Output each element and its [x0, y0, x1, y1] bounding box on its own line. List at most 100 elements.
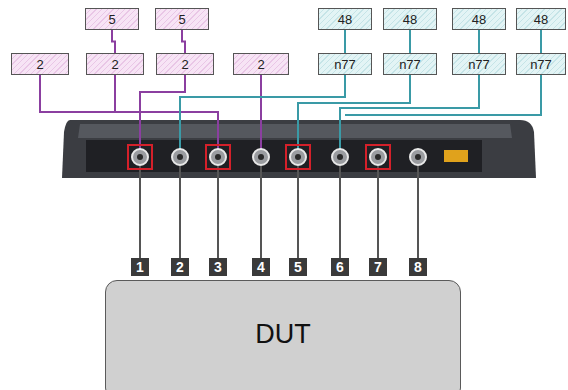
port-tag: 3: [209, 258, 227, 276]
port: [410, 149, 426, 165]
band-box: 2: [86, 53, 144, 75]
port-highlight: [128, 145, 152, 169]
connector: [409, 30, 411, 53]
port-tag: 8: [409, 258, 427, 276]
front-panel: [86, 140, 482, 172]
port-pin: [415, 154, 421, 160]
port-pin: [215, 154, 221, 160]
node-label: 2: [181, 58, 188, 71]
band-box: n77: [516, 53, 566, 75]
wire: [260, 75, 262, 150]
wire: [180, 75, 345, 150]
node-label: 6: [336, 260, 344, 274]
node-label: 5: [294, 260, 302, 274]
cables: [140, 166, 418, 258]
wire: [345, 75, 541, 115]
wire: [298, 75, 410, 150]
connector: [344, 30, 346, 53]
band-box: 48: [452, 8, 506, 30]
port-tag: 5: [289, 258, 307, 276]
port: [253, 149, 269, 165]
node-label: 8: [414, 260, 422, 274]
node-label: 3: [214, 260, 222, 274]
port: [332, 149, 348, 165]
port-tag: 1: [131, 258, 149, 276]
port-connector: [253, 149, 269, 165]
port: [286, 145, 310, 169]
node-label: 5: [178, 13, 185, 26]
port-pin: [258, 154, 264, 160]
port-connector: [172, 149, 188, 165]
node-label: n77: [530, 58, 552, 71]
node-label: 7: [374, 260, 382, 274]
node-label: 2: [111, 58, 118, 71]
node-label: n77: [399, 58, 421, 71]
connector: [540, 30, 542, 53]
wire: [114, 75, 116, 112]
wire: [140, 75, 185, 150]
port-tag: 2: [171, 258, 189, 276]
connector: [182, 30, 185, 53]
band-box: n77: [452, 53, 506, 75]
port-pin: [177, 154, 183, 160]
band-box: 48: [516, 8, 566, 30]
instrument-top: [78, 124, 512, 138]
node-label: 48: [338, 13, 352, 26]
status-label: [444, 150, 468, 162]
cable: [260, 166, 262, 258]
port-connector: [290, 149, 306, 165]
node-label: 4: [257, 260, 265, 274]
port-tag: 7: [369, 258, 387, 276]
cable: [297, 166, 299, 258]
node-label: DUT: [255, 321, 311, 348]
band-box: n77: [318, 53, 372, 75]
cable: [179, 166, 181, 258]
port: [128, 145, 152, 169]
port: [366, 145, 390, 169]
wire: [40, 75, 218, 150]
connector: [112, 30, 115, 53]
port-connector: [210, 149, 226, 165]
band-box: 48: [318, 8, 372, 30]
port-connector: [332, 149, 348, 165]
cable: [217, 166, 219, 258]
port-pin: [295, 154, 301, 160]
cable: [339, 166, 341, 258]
band-box: 2: [156, 53, 214, 75]
node-label: 2: [36, 58, 43, 71]
cable: [139, 166, 141, 258]
dut-box: DUT: [105, 280, 461, 390]
connector: [478, 30, 480, 53]
port: [206, 145, 230, 169]
port-connector: [410, 149, 426, 165]
band-box: 48: [383, 8, 437, 30]
cable: [417, 166, 419, 258]
port-pin: [375, 154, 381, 160]
port-highlight: [206, 145, 230, 169]
band-box: 2: [11, 53, 69, 75]
wire: [340, 75, 479, 150]
node-label: 5: [108, 13, 115, 26]
node-label: n77: [468, 58, 490, 71]
band-box: 2: [233, 53, 289, 75]
node-label: 48: [534, 13, 548, 26]
node-label: 48: [472, 13, 486, 26]
port-highlight: [366, 145, 390, 169]
node-label: 48: [403, 13, 417, 26]
port-pin: [137, 154, 143, 160]
ports: [128, 145, 426, 169]
node-label: n77: [334, 58, 356, 71]
node-label: 2: [257, 58, 264, 71]
band-box: n77: [383, 53, 437, 75]
port-highlight: [286, 145, 310, 169]
node-label: 1: [136, 260, 144, 274]
band-box: 5: [155, 8, 209, 30]
port-tag: 4: [252, 258, 270, 276]
port-tag: 6: [331, 258, 349, 276]
port-pin: [337, 154, 343, 160]
port-connector: [370, 149, 386, 165]
cable: [377, 166, 379, 258]
node-label: 2: [176, 260, 184, 274]
band-wires: [40, 75, 541, 150]
